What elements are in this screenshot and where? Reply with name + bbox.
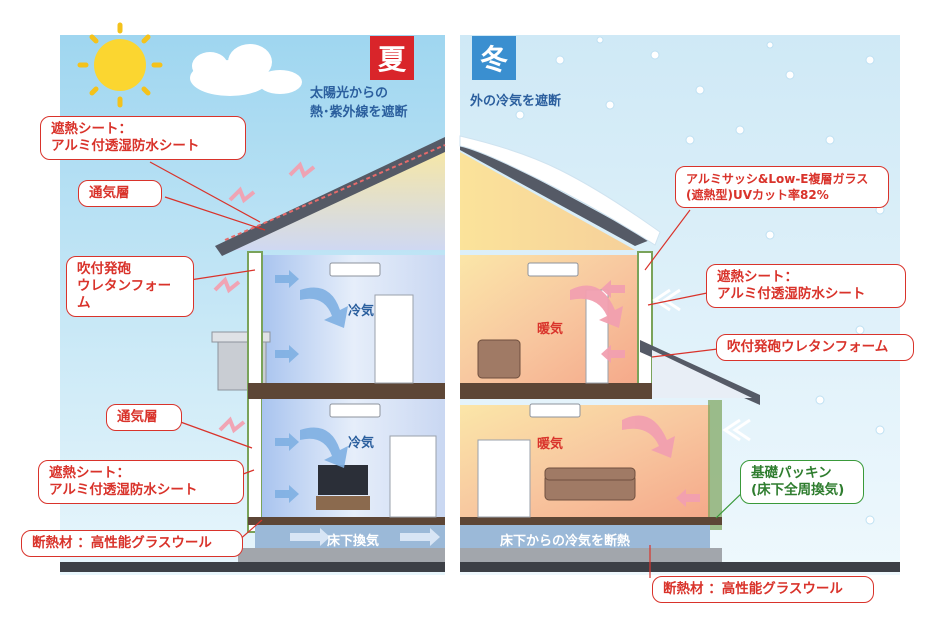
- summer-floor-slab: [248, 383, 445, 399]
- sofa-icon: [544, 467, 636, 501]
- sun-icon: [77, 22, 163, 108]
- summer-badge: 夏: [370, 36, 414, 80]
- callout-winter-insulation: 断熱材 ：高性能グラスウール: [652, 576, 874, 603]
- winter-attic: [460, 152, 635, 250]
- summer-roof: [215, 137, 445, 256]
- armchair-icon: [477, 339, 521, 379]
- callout-summer-vent-bottom: 通気層: [106, 404, 182, 431]
- cool-air-arrow-icon: [275, 270, 440, 546]
- winter-lower-room-label: 暖気: [537, 437, 564, 452]
- winter-badge: 冬: [472, 36, 516, 80]
- callout-summer-vent-top: 通気層: [78, 180, 162, 207]
- winter-headline: 外の冷気を遮断: [470, 94, 562, 109]
- callout-summer-heat-sheet-bottom: 遮熱シート： アルミ付透湿防水シート: [38, 460, 244, 504]
- callout-winter-heat-sheet: 遮熱シート： アルミ付透湿防水シート: [706, 264, 906, 308]
- snow-icon: [515, 36, 885, 525]
- callout-winter-foam: 吹付発砲ウレタンフォーム: [716, 334, 914, 361]
- summer-headline: 太陽光からの 熱･紫外線を遮断: [310, 86, 408, 120]
- tv-icon: [316, 465, 370, 510]
- winter-underfloor: [460, 525, 710, 551]
- winter-upper-room-label: 暖気: [537, 322, 564, 337]
- callout-summer-insulation: 断熱材 ：高性能グラスウール: [21, 530, 243, 557]
- summer-lower-room-label: 冷気: [348, 436, 375, 451]
- summer-floor-label: 床下換気: [327, 534, 380, 549]
- callout-winter-packing: 基礎パッキン (床下全周換気): [740, 460, 864, 504]
- callout-summer-heat-sheet-top: 遮熱シート： アルミ付透湿防水シート: [40, 116, 246, 160]
- door-icon: [374, 289, 609, 518]
- callout-winter-window: アルミサッシ&Low-E複層ガラス (遮熱型)UVカット率82%: [675, 166, 889, 208]
- warm-air-arrow-icon: [213, 161, 700, 507]
- callout-summer-foam: 吹付発砲 ウレタンフォーム: [66, 256, 194, 317]
- cloud-icon: [190, 44, 302, 96]
- summer-upper-room-label: 冷気: [348, 304, 375, 319]
- air-conditioner-icon: [329, 262, 581, 418]
- winter-floor-label: 床下からの冷気を断熱: [500, 534, 631, 549]
